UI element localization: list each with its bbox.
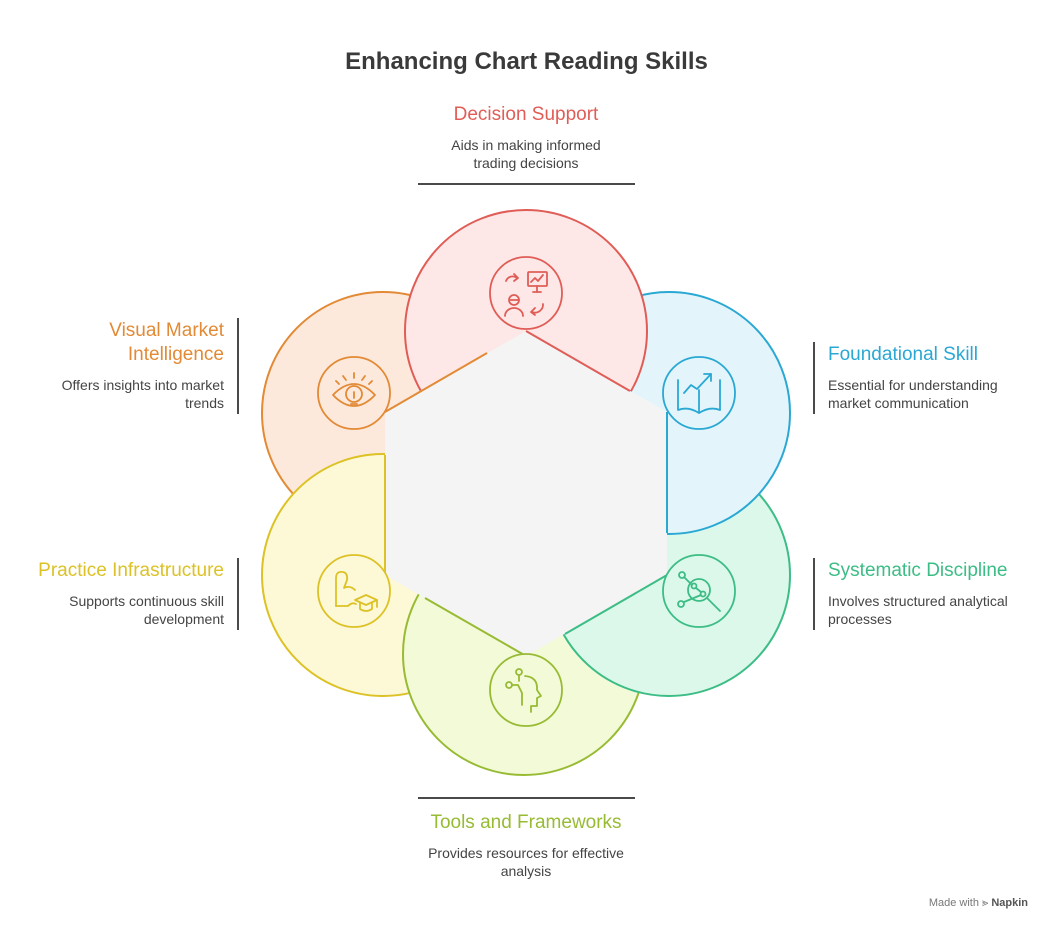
decision-analytics-icon	[489, 256, 563, 330]
eye-bulb-icon	[317, 356, 391, 430]
napkin-logo-icon: ⪢	[982, 897, 989, 909]
practice-title: Practice Infrastructure	[38, 560, 224, 581]
label-practice: Practice Infrastructure Supports continu…	[10, 559, 224, 628]
label-decision: Decision Support Aids in making informed…	[386, 103, 666, 172]
chart-book-icon	[662, 356, 736, 430]
tools-desc: Provides resources for effective analysi…	[428, 845, 624, 879]
hex-edge-decision	[525, 330, 631, 392]
napkin-brand: Napkin	[991, 897, 1028, 909]
arm-graduation-icon	[317, 554, 391, 628]
visual-desc: Offers insights into market trends	[61, 377, 224, 411]
label-systematic: Systematic Discipline Involves structure…	[828, 559, 1048, 628]
center-hexagon	[385, 331, 667, 656]
practice-desc: Supports continuous skill development	[69, 593, 224, 627]
visual-title: Visual Market Intelligence	[109, 320, 224, 365]
practice-rule	[237, 558, 239, 630]
hex-edge-tools	[424, 597, 527, 657]
hex-edge-visual	[384, 352, 488, 413]
systematic-title: Systematic Discipline	[828, 560, 1008, 581]
hex-edge-systematic	[564, 574, 668, 635]
tools-rule	[418, 797, 635, 799]
network-magnifier-icon	[662, 554, 736, 628]
decision-title: Decision Support	[453, 104, 599, 125]
decision-desc: Aids in making informed trading decision…	[451, 137, 601, 171]
label-tools: Tools and Frameworks Provides resources …	[386, 811, 666, 880]
foundational-title: Foundational Skill	[828, 344, 978, 365]
diagram-title: Enhancing Chart Reading Skills	[345, 48, 708, 75]
made-with-text: Made with	[928, 897, 979, 909]
visual-rule	[237, 318, 239, 414]
tools-title: Tools and Frameworks	[430, 812, 622, 833]
systematic-rule	[813, 558, 815, 630]
foundational-rule	[813, 342, 815, 414]
made-with-footer: Made with ⪢ Napkin	[929, 897, 1028, 910]
head-circuit-icon	[489, 653, 563, 727]
foundational-desc: Essential for understanding market commu…	[828, 377, 998, 411]
systematic-desc: Involves structured analytical processes	[828, 593, 1008, 627]
label-visual: Visual Market Intelligence Offers insigh…	[10, 319, 224, 412]
label-foundational: Foundational Skill Essential for underst…	[828, 343, 1043, 412]
decision-rule	[418, 183, 635, 185]
